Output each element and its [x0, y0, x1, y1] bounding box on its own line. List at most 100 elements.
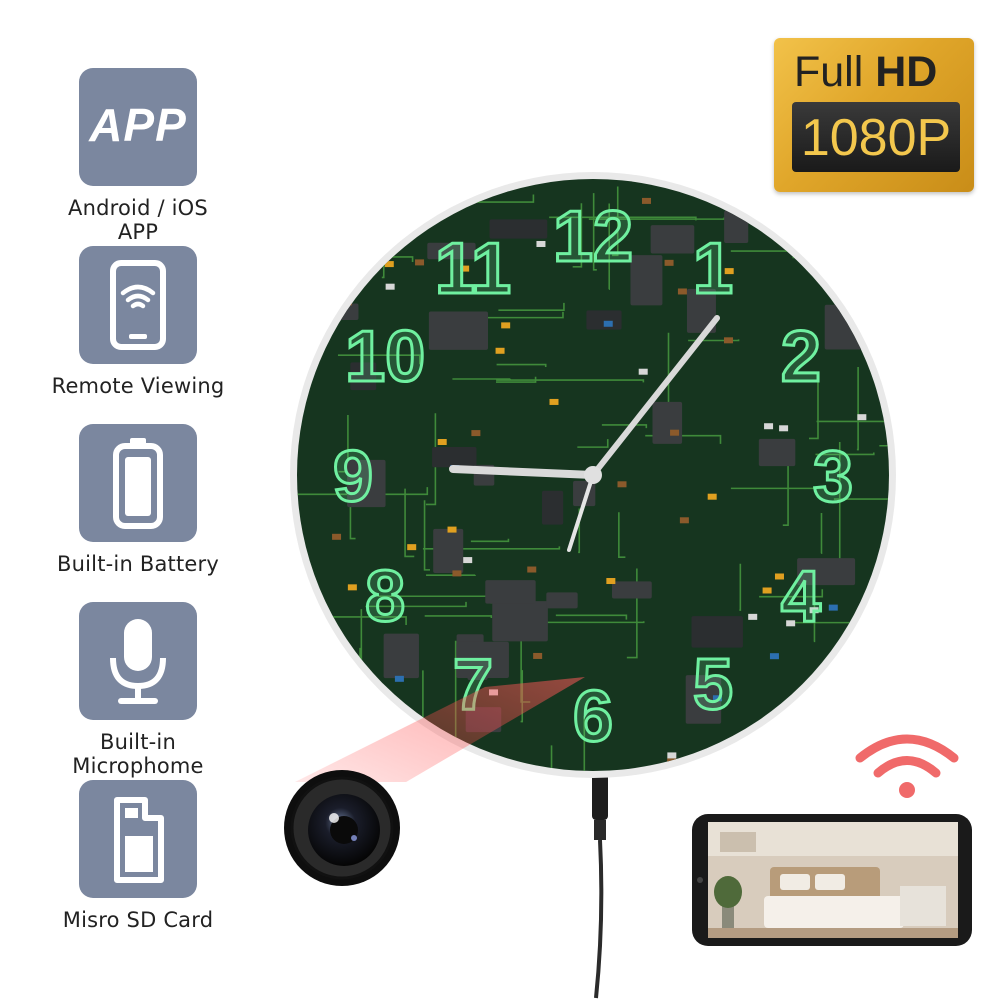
- circuit-trace: [470, 538, 510, 543]
- circuit-trace: [846, 653, 854, 734]
- circuit-trace: [813, 605, 816, 643]
- circuit-trace: [816, 420, 889, 428]
- circuit-trace: [496, 376, 537, 383]
- smd-component: [385, 283, 395, 290]
- full-hd-badge: Full HD 1080P: [774, 38, 974, 192]
- sd-card-icon: [114, 797, 164, 883]
- chip: [650, 225, 695, 254]
- smd-component: [536, 240, 546, 247]
- clock-numeral: 10: [345, 317, 425, 397]
- badge-resolution: 1080P: [800, 109, 952, 167]
- circuit-trace: [592, 193, 597, 271]
- circuit-trace: [550, 745, 553, 771]
- chip: [652, 401, 683, 444]
- circuit-trace: [833, 498, 889, 506]
- chip: [586, 310, 622, 330]
- smd-component: [724, 268, 734, 275]
- smd-component: [786, 620, 796, 627]
- smartphone-live-view: [692, 814, 972, 946]
- circuit-trace: [297, 487, 429, 496]
- chip: [456, 641, 509, 678]
- clock-numeral: 8: [365, 557, 405, 637]
- smd-component: [384, 261, 394, 268]
- clock-numeral: 5: [693, 645, 733, 725]
- circuit-trace: [601, 424, 648, 429]
- smd-component: [764, 423, 774, 430]
- smd-component: [324, 246, 334, 253]
- clock-numeral: 11: [435, 229, 511, 309]
- chip: [350, 362, 377, 391]
- chip: [611, 581, 652, 599]
- chip: [630, 255, 663, 306]
- clock-numeral: 1: [693, 229, 733, 309]
- clock-numeral: 2: [781, 317, 821, 397]
- chip: [797, 558, 856, 586]
- smd-component: [828, 604, 838, 611]
- microphone-icon: [110, 619, 166, 704]
- circuit-trace: [583, 715, 594, 771]
- circuit-trace: [470, 311, 564, 319]
- smd-component: [452, 570, 462, 577]
- remote-viewing-tile: [79, 246, 197, 364]
- smd-component: [723, 337, 733, 344]
- chip: [433, 528, 464, 573]
- circuit-trace: [337, 354, 421, 365]
- circuit-trace: [688, 339, 740, 342]
- circuit-trace: [365, 601, 467, 608]
- smd-component: [501, 322, 511, 329]
- feature-label: Built-in Battery: [57, 552, 219, 576]
- chip: [297, 604, 317, 626]
- circuit-trace: [498, 302, 565, 311]
- circuit-trace: [577, 439, 609, 448]
- circuit-trace: [815, 452, 875, 456]
- clock-numeral: 12: [553, 197, 633, 277]
- clock-numeral: 4: [781, 557, 821, 637]
- circuit-trace: [404, 488, 415, 558]
- clock-numeral: 6: [573, 677, 613, 757]
- battery-tile: [79, 424, 197, 542]
- badge-hd-text: HD: [875, 48, 938, 96]
- chip: [691, 616, 743, 648]
- smd-component: [842, 282, 852, 289]
- smd-component: [603, 320, 613, 327]
- circuit-trace: [424, 615, 493, 618]
- smartphone-wifi-icon: [110, 260, 166, 350]
- smd-component: [460, 265, 470, 272]
- smd-component: [779, 425, 789, 432]
- feature-app: APP Android / iOS APP: [50, 68, 226, 244]
- smd-component: [677, 288, 687, 295]
- sd-card-tile: [79, 780, 197, 898]
- feature-remote-viewing: Remote Viewing: [50, 246, 226, 398]
- chip: [383, 633, 419, 679]
- smd-component: [762, 587, 772, 594]
- chip: [546, 592, 578, 609]
- clock-hands: [449, 315, 720, 552]
- smd-component: [463, 557, 473, 564]
- circuit-trace: [496, 379, 645, 383]
- badge-resolution-box: 1080P: [792, 102, 960, 172]
- smd-component: [527, 566, 537, 573]
- chip: [686, 288, 716, 333]
- chip: [758, 438, 796, 467]
- circuit-trace: [285, 388, 289, 488]
- smd-component: [707, 493, 717, 500]
- chip: [489, 219, 548, 239]
- smd-component: [809, 607, 819, 614]
- smd-component: [667, 752, 677, 759]
- smd-component: [774, 573, 784, 580]
- battery-icon: [113, 438, 163, 529]
- circuit-trace: [339, 199, 420, 204]
- circuit-trace: [759, 589, 824, 598]
- circuit-trace: [519, 621, 645, 624]
- feature-label: Built-in Microphome: [72, 730, 204, 778]
- circuit-trace: [325, 213, 336, 267]
- smd-component: [332, 533, 342, 540]
- circuit-trace: [739, 563, 742, 611]
- smd-component: [365, 685, 375, 692]
- hand-pivot: [584, 466, 602, 484]
- second-hand: [567, 473, 595, 552]
- smd-component: [638, 368, 648, 375]
- chip: [347, 459, 386, 508]
